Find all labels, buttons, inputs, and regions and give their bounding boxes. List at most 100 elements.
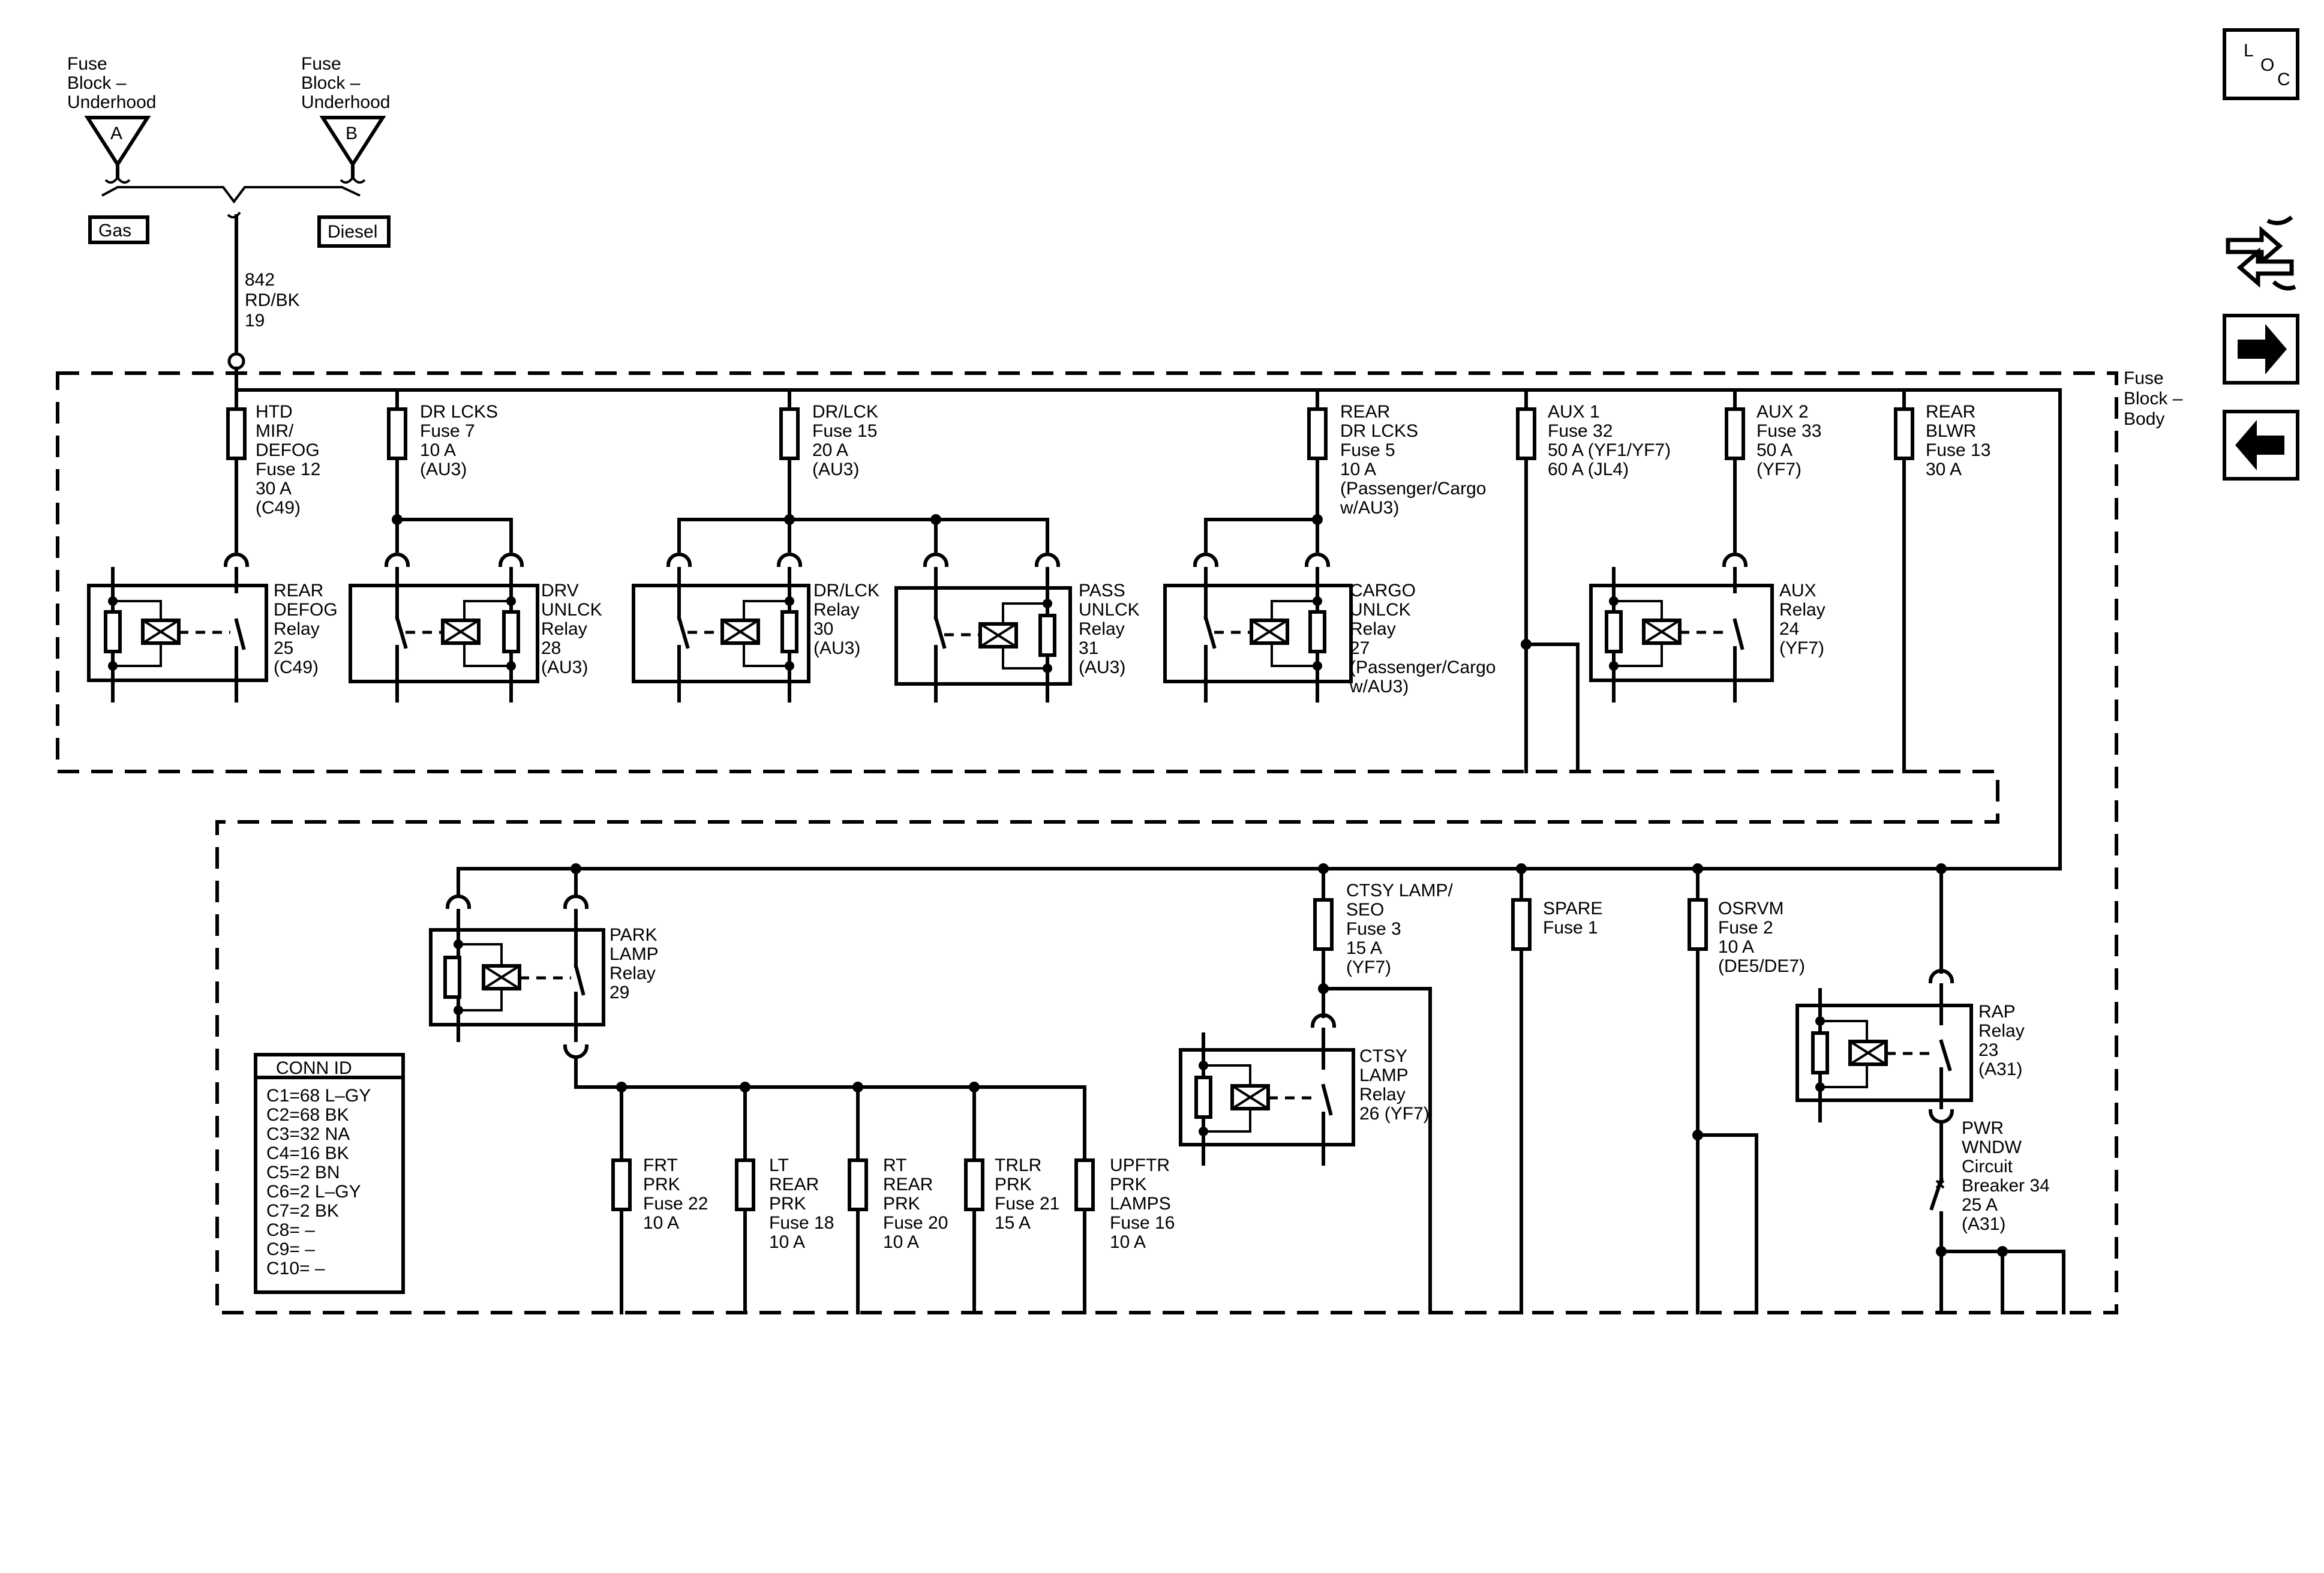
relay-drv-unlck: DRV UNLCK Relay 28 (AU3) bbox=[349, 553, 602, 703]
svg-text:Relay: Relay bbox=[1359, 1085, 1406, 1104]
svg-text:10 A: 10 A bbox=[769, 1232, 805, 1252]
svg-text:LT: LT bbox=[769, 1155, 789, 1175]
svg-text:LAMPS: LAMPS bbox=[1110, 1194, 1171, 1214]
svg-text:Fuse 1: Fuse 1 bbox=[1543, 918, 1598, 938]
relay-cargo-unlck: CARGO UNLCK Relay 27 (Passenger/Cargo w/… bbox=[1163, 553, 1496, 703]
svg-text:28: 28 bbox=[541, 638, 561, 658]
source-b-label-1: Fuse bbox=[301, 54, 341, 74]
svg-text:Breaker 34: Breaker 34 bbox=[1962, 1176, 2050, 1196]
svg-text:Fuse 5: Fuse 5 bbox=[1340, 440, 1395, 460]
loc-icon[interactable]: L O C bbox=[2223, 28, 2299, 100]
svg-text:UNLCK: UNLCK bbox=[1079, 600, 1140, 620]
svg-text:50 A: 50 A bbox=[1756, 440, 1792, 460]
svg-text:15 A: 15 A bbox=[1346, 938, 1382, 958]
source-b-label-2: Block – bbox=[301, 73, 361, 93]
fuse-htd-mir-defog: HTD MIR/ DEFOG Fuse 12 30 A (C49) bbox=[226, 388, 320, 553]
conn-id-row: C6=2 L–GY bbox=[266, 1182, 361, 1202]
svg-text:HTD: HTD bbox=[256, 402, 293, 422]
svg-text:29: 29 bbox=[609, 983, 629, 1002]
relay-dr-lck: DR/LCK Relay 30 (AU3) bbox=[632, 553, 879, 703]
fuse-aux2-33: AUX 2 Fuse 33 50 A (YF7) bbox=[1725, 388, 1821, 553]
svg-text:LAMP: LAMP bbox=[1359, 1065, 1409, 1085]
fuse-ctsy-lamp-seo-3: CTSY LAMP/ SEO Fuse 3 15 A (YF7) bbox=[1313, 863, 1453, 1314]
conn-id-row: C1=68 L–GY bbox=[266, 1086, 371, 1106]
feed-wire-color: RD/BK bbox=[245, 290, 300, 310]
relay-park-lamp: PARK LAMP Relay 29 bbox=[429, 863, 659, 1059]
fuse-lt-rear-prk-18: LT REAR PRK Fuse 18 10 A bbox=[735, 1082, 834, 1314]
svg-text:Relay: Relay bbox=[1779, 600, 1825, 620]
conn-id-table: CONN ID C1=68 L–GY C2=68 BK C3=32 NA C4=… bbox=[254, 1053, 405, 1294]
svg-text:30 A: 30 A bbox=[1926, 460, 1962, 479]
svg-text:PRK: PRK bbox=[1110, 1175, 1147, 1194]
svg-text:TRLR: TRLR bbox=[995, 1155, 1041, 1175]
svg-text:BLWR: BLWR bbox=[1926, 421, 1976, 441]
fuse-dr-lck-15: DR/LCK Fuse 15 20 A (AU3) bbox=[779, 388, 878, 521]
svg-text:10 A: 10 A bbox=[883, 1232, 919, 1252]
svg-text:Relay: Relay bbox=[609, 963, 656, 983]
svg-text:Circuit: Circuit bbox=[1962, 1157, 2013, 1176]
svg-text:20 A: 20 A bbox=[812, 440, 848, 460]
svg-text:27: 27 bbox=[1350, 638, 1370, 658]
next-arrow-icon[interactable] bbox=[2223, 314, 2299, 385]
svg-text:(AU3): (AU3) bbox=[541, 658, 588, 677]
svg-text:Relay: Relay bbox=[1978, 1021, 2025, 1041]
svg-text:MIR/: MIR/ bbox=[256, 421, 294, 441]
svg-text:Relay: Relay bbox=[1079, 619, 1125, 639]
svg-text:Fuse 32: Fuse 32 bbox=[1548, 421, 1613, 441]
svg-text:AUX 1: AUX 1 bbox=[1548, 402, 1600, 422]
source-a-letter: A bbox=[110, 124, 122, 143]
diesel-option-label: Diesel bbox=[328, 222, 377, 242]
svg-text:Relay: Relay bbox=[813, 600, 860, 620]
svg-text:10 A: 10 A bbox=[1340, 460, 1376, 479]
fuse-osrvm-2: OSRVM Fuse 2 10 A (DE5/DE7) bbox=[1688, 863, 1805, 1314]
svg-text:Fuse 20: Fuse 20 bbox=[883, 1213, 948, 1233]
gas-option-box bbox=[88, 215, 149, 244]
svg-text:(AU3): (AU3) bbox=[1079, 658, 1125, 677]
svg-text:(DE5/DE7): (DE5/DE7) bbox=[1718, 956, 1805, 976]
svg-text:w/AU3): w/AU3) bbox=[1349, 677, 1409, 697]
option-bracket bbox=[101, 186, 361, 204]
svg-text:(C49): (C49) bbox=[274, 658, 319, 677]
svg-text:15 A: 15 A bbox=[995, 1213, 1031, 1233]
svg-text:DR/LCK: DR/LCK bbox=[812, 402, 878, 422]
svg-text:PRK: PRK bbox=[995, 1175, 1032, 1194]
svg-text:Fuse 12: Fuse 12 bbox=[256, 460, 320, 479]
svg-text:10 A: 10 A bbox=[420, 440, 456, 460]
svg-text:CTSY: CTSY bbox=[1359, 1046, 1407, 1066]
svg-text:Relay: Relay bbox=[274, 619, 320, 639]
relay-rear-defog: REAR DEFOG Relay 25 (C49) bbox=[87, 553, 338, 703]
fuse-dr-lcks-7: DR LCKS Fuse 7 10 A (AU3) bbox=[387, 388, 498, 521]
svg-text:PWR: PWR bbox=[1962, 1118, 2004, 1138]
svg-text:REAR: REAR bbox=[274, 581, 323, 601]
conn-id-row: C3=32 NA bbox=[266, 1124, 350, 1144]
svg-text:Fuse 16: Fuse 16 bbox=[1110, 1213, 1175, 1233]
svg-text:DR LCKS: DR LCKS bbox=[1340, 421, 1418, 441]
svg-text:PRK: PRK bbox=[883, 1194, 920, 1214]
svg-text:30 A: 30 A bbox=[256, 479, 292, 499]
conn-id-row: C9= – bbox=[266, 1239, 315, 1259]
svg-text:25 A: 25 A bbox=[1962, 1195, 1998, 1215]
connector-swap-icon[interactable] bbox=[2226, 215, 2296, 291]
svg-text:AUX 2: AUX 2 bbox=[1756, 402, 1809, 422]
diesel-option-box bbox=[317, 215, 391, 248]
svg-text:31: 31 bbox=[1079, 638, 1098, 658]
svg-text:DEFOG: DEFOG bbox=[274, 600, 338, 620]
svg-text:DR/LCK: DR/LCK bbox=[813, 581, 879, 601]
svg-text:Fuse 7: Fuse 7 bbox=[420, 421, 475, 441]
fuse-rear-blwr-13: REAR BLWR Fuse 13 30 A bbox=[1894, 388, 1990, 773]
previous-arrow-icon[interactable] bbox=[2223, 410, 2299, 481]
circuit-breaker-pwr-wndw-34: PWR WNDW Circuit Breaker 34 25 A (A31) bbox=[1929, 1118, 2065, 1314]
svg-text:(YF7): (YF7) bbox=[1756, 460, 1801, 479]
svg-text:Fuse 3: Fuse 3 bbox=[1346, 919, 1401, 939]
svg-text:(AU3): (AU3) bbox=[420, 460, 467, 479]
svg-text:Fuse 15: Fuse 15 bbox=[812, 421, 877, 441]
conn-id-row: C4=16 BK bbox=[266, 1143, 349, 1163]
svg-text:UNLCK: UNLCK bbox=[541, 600, 602, 620]
fuse-rt-rear-prk-20: RT REAR PRK Fuse 20 10 A bbox=[848, 1082, 948, 1314]
conn-id-row: C7=2 BK bbox=[266, 1201, 339, 1221]
svg-text:Relay: Relay bbox=[1350, 619, 1396, 639]
svg-text:DRV: DRV bbox=[541, 581, 579, 601]
fuse-upftr-prk-lamps-16: UPFTR PRK LAMPS Fuse 16 10 A bbox=[1074, 1085, 1175, 1314]
svg-text:Fuse 18: Fuse 18 bbox=[769, 1213, 834, 1233]
conn-id-row: C10= – bbox=[266, 1259, 325, 1278]
